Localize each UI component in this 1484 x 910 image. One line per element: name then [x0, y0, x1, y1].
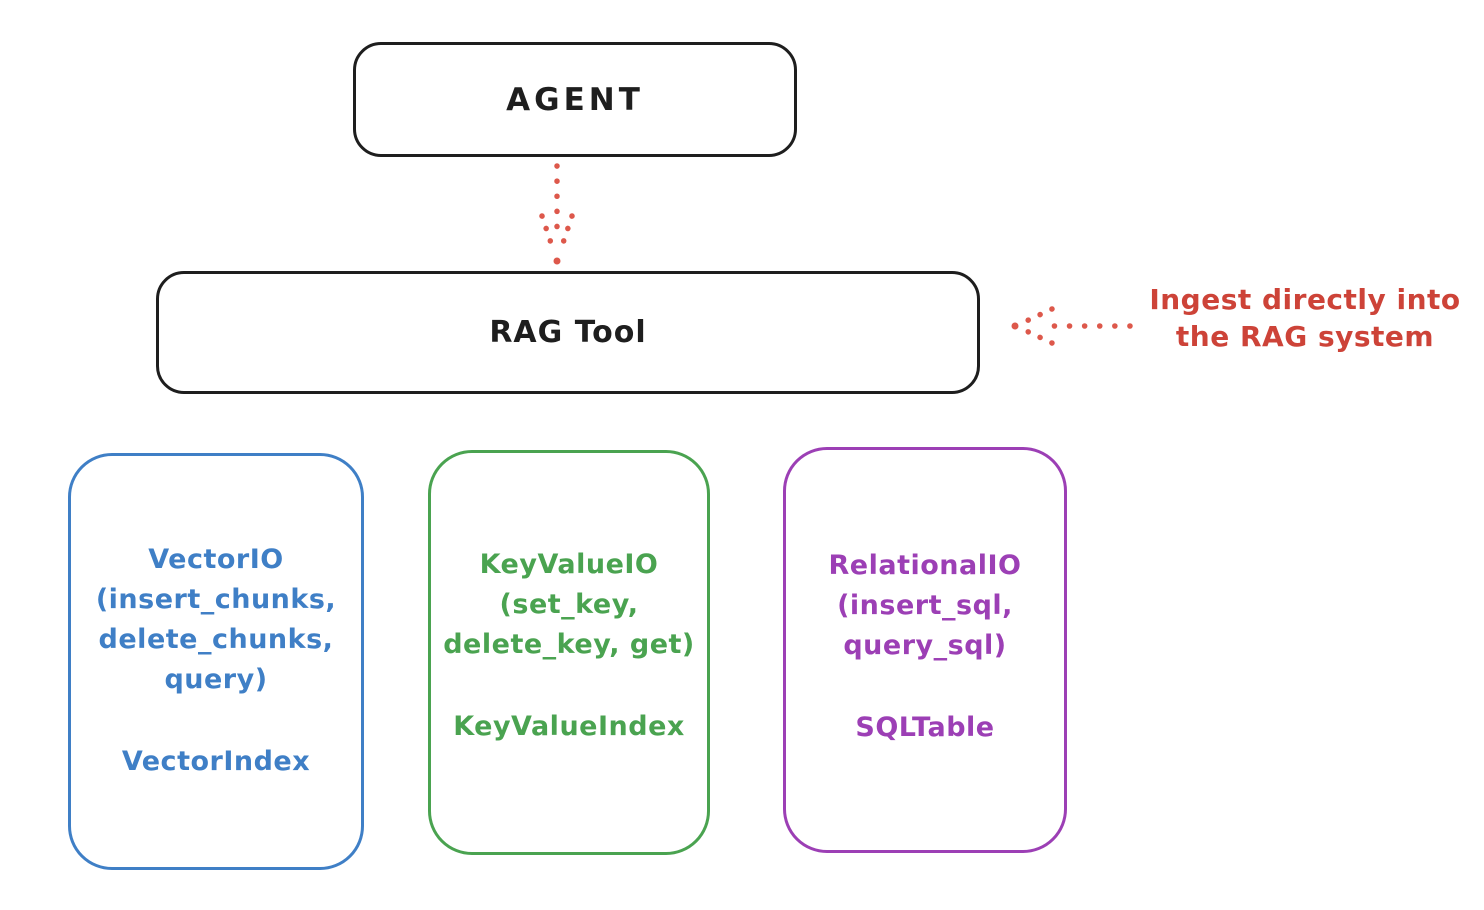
- annotation-line-1: Ingest directly into: [1149, 283, 1461, 316]
- annotation-text: Ingest directly into the RAG system: [1135, 281, 1475, 355]
- key-value-io-methods-line-2: delete_key, get): [443, 629, 695, 660]
- dotted-arrow-left-icon: [1011, 306, 1133, 346]
- agent-label: AGENT: [506, 81, 644, 118]
- relational-io-title: RelationalIO: [828, 550, 1022, 581]
- vector-io-methods-line-1: (insert_chunks,: [95, 584, 337, 615]
- relational-io-box: RelationalIO (insert_sql, query_sql) SQL…: [783, 447, 1067, 853]
- key-value-io-methods-line-1: (set_key,: [499, 589, 639, 620]
- vector-io-index-label: VectorIndex: [121, 746, 311, 777]
- vector-io-title: VectorIO: [148, 544, 284, 575]
- relational-io-methods-line-1: (insert_sql,: [837, 590, 1013, 621]
- vector-io-methods-line-2: delete_chunks,: [98, 624, 334, 655]
- relational-io-table-label: SQLTable: [855, 712, 995, 743]
- vector-io-methods-line-3: query): [164, 664, 268, 695]
- vector-io-box: VectorIO (insert_chunks, delete_chunks, …: [68, 453, 364, 870]
- dotted-arrow-down-icon: [539, 163, 575, 265]
- annotation-line-2: the RAG system: [1175, 320, 1435, 353]
- rag-tool-node: RAG Tool: [156, 271, 980, 394]
- rag-tool-label: RAG Tool: [489, 315, 647, 350]
- key-value-io-box: KeyValueIO (set_key, delete_key, get) Ke…: [428, 450, 710, 855]
- agent-node: AGENT: [353, 42, 797, 157]
- relational-io-methods-line-2: query_sql): [843, 630, 1007, 661]
- key-value-io-index-label: KeyValueIndex: [453, 711, 685, 742]
- key-value-io-title: KeyValueIO: [479, 549, 659, 580]
